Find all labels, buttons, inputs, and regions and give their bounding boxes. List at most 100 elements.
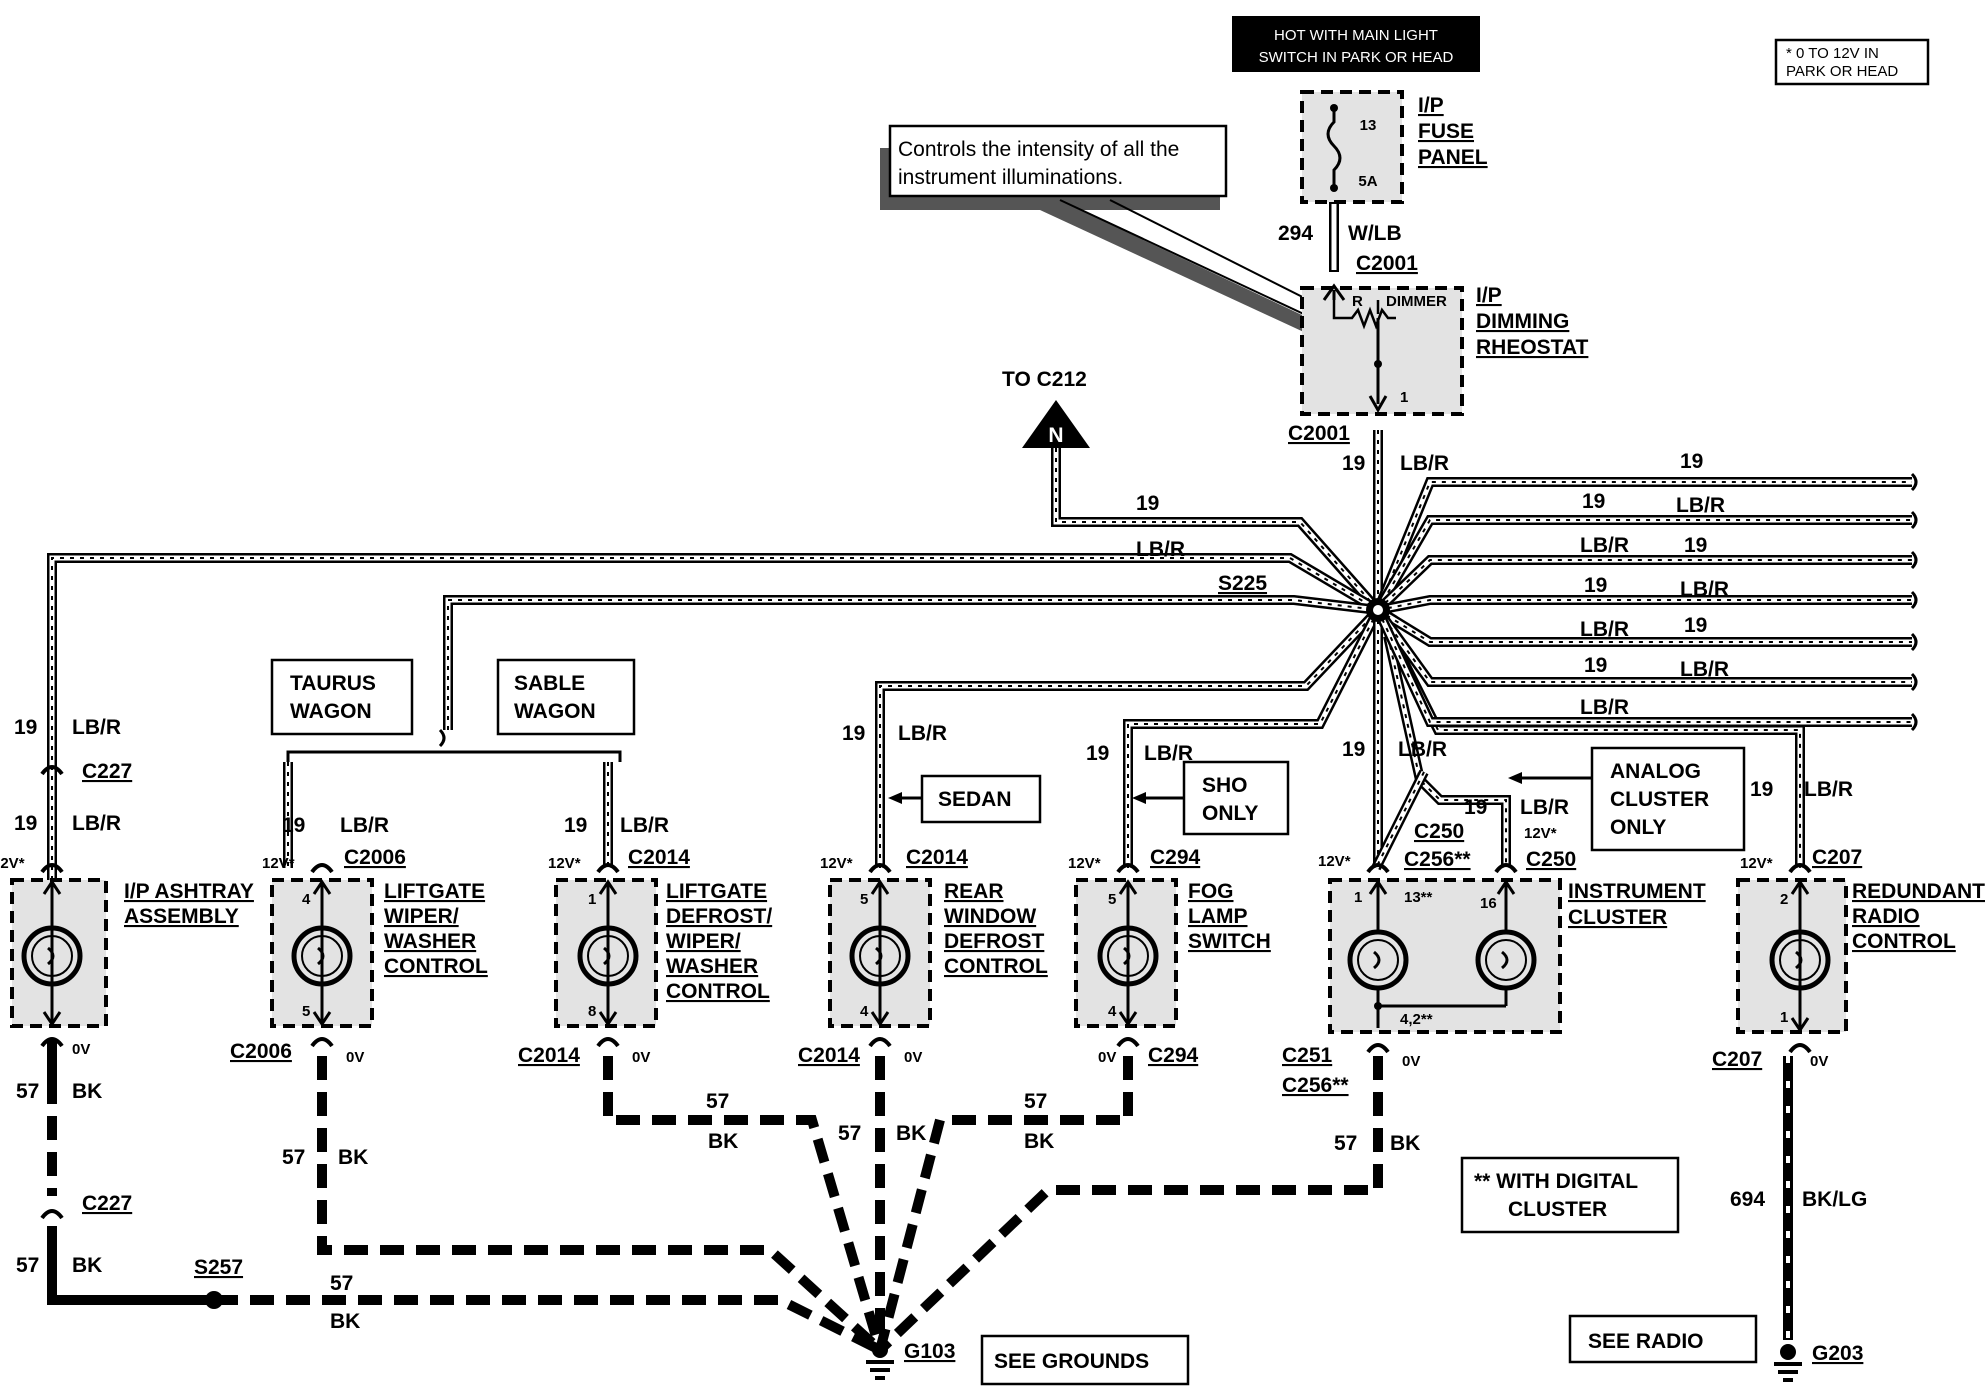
svg-text:57: 57	[16, 1254, 39, 1277]
svg-text:LB/R: LB/R	[1680, 578, 1729, 601]
svg-text:5A: 5A	[1358, 173, 1377, 190]
see-grounds-box: SEE GROUNDS	[980, 1334, 1190, 1386]
to-c212-wire	[1051, 448, 1382, 614]
svg-text:ONLY: ONLY	[1610, 816, 1666, 839]
liftgate-wiper-ground-wire	[317, 1056, 884, 1354]
svg-text:12V*: 12V*	[820, 855, 853, 872]
digital-cluster-note: ** WITH DIGITAL CLUSTER	[1460, 1156, 1680, 1234]
svg-text:RHEOSTAT: RHEOSTAT	[1476, 336, 1589, 359]
svg-text:** WITH DIGITAL: ** WITH DIGITAL	[1474, 1170, 1638, 1193]
wagon-labels: TAURUS WAGON SABLE WAGON	[270, 658, 636, 762]
cluster-ground-wire	[876, 1056, 1383, 1354]
svg-text:12V*: 12V*	[1524, 825, 1557, 842]
svg-text:19: 19	[1584, 574, 1607, 597]
lb-r-feed-wires	[47, 430, 1918, 880]
sho-only-note: SHO ONLY	[1132, 760, 1290, 836]
svg-text:5: 5	[860, 891, 868, 908]
svg-text:INSTRUMENT: INSTRUMENT	[1568, 880, 1706, 903]
svg-text:2: 2	[1780, 891, 1788, 908]
see-radio-box: SEE RADIO	[1568, 1314, 1758, 1364]
svg-text:SEE RADIO: SEE RADIO	[1588, 1330, 1704, 1353]
svg-text:0V: 0V	[72, 1041, 90, 1058]
svg-text:5: 5	[1108, 891, 1116, 908]
svg-text:BK/LG: BK/LG	[1802, 1188, 1867, 1211]
svg-text:19: 19	[1582, 490, 1605, 513]
svg-text:WIPER/: WIPER/	[384, 905, 459, 928]
svg-text:CONTROL: CONTROL	[666, 980, 770, 1003]
c2001-bottom-label: C2001	[1288, 422, 1350, 445]
svg-text:LB/R: LB/R	[1144, 742, 1193, 765]
right-feed-wire-6	[1373, 607, 1912, 727]
hot-with-main-light-banner: HOT WITH MAIN LIGHT SWITCH IN PARK OR HE…	[1232, 16, 1480, 72]
svg-text:12V*: 12V*	[548, 855, 581, 872]
to-c212-arrow: TO C212 N	[1002, 368, 1090, 448]
svg-text:WAGON: WAGON	[290, 700, 372, 723]
g203-ground-symbol: G203	[1774, 1342, 1863, 1382]
rear-defrost-feed-wire	[875, 606, 1382, 868]
svg-text:WAGON: WAGON	[514, 700, 596, 723]
svg-text:C251: C251	[1282, 1044, 1333, 1067]
svg-text:19: 19	[1684, 614, 1707, 637]
svg-text:1: 1	[588, 891, 596, 908]
cluster-c250-diag-wire	[1371, 769, 1429, 871]
right-feed-wire-1	[1373, 515, 1912, 613]
svg-text:BK: BK	[72, 1254, 102, 1277]
svg-text:ONLY: ONLY	[1202, 802, 1258, 825]
svg-text:instrument illuminations.: instrument illuminations.	[898, 166, 1123, 189]
svg-text:0V: 0V	[346, 1049, 364, 1066]
svg-text:12V*: 12V*	[1318, 853, 1351, 870]
ground-wires	[47, 1040, 1793, 1355]
right-feed-wire-0	[1373, 477, 1912, 612]
svg-text:I/P: I/P	[1476, 284, 1502, 307]
svg-text:57: 57	[706, 1090, 729, 1113]
svg-text:SEE GROUNDS: SEE GROUNDS	[994, 1350, 1149, 1373]
rheostat-out-color: LB/R	[1400, 452, 1449, 475]
liftgate-defrost-ground-wire	[603, 1056, 885, 1352]
svg-text:WIPER/: WIPER/	[666, 930, 741, 953]
svg-text:12V*: 12V*	[1740, 855, 1773, 872]
svg-text:19: 19	[1680, 450, 1703, 473]
svg-text:BK: BK	[1390, 1132, 1420, 1155]
svg-text:C2014: C2014	[518, 1044, 580, 1067]
s257-to-g103-wire	[214, 1295, 883, 1355]
svg-text:12V*: 12V*	[0, 855, 25, 872]
svg-text:4: 4	[860, 1003, 869, 1020]
svg-text:RADIO: RADIO	[1852, 905, 1920, 928]
svg-text:C227: C227	[82, 760, 132, 783]
svg-text:WASHER: WASHER	[384, 930, 476, 953]
svg-text:694: 694	[1730, 1188, 1765, 1211]
svg-text:LB/R: LB/R	[1676, 494, 1725, 517]
right-feed-labels: 19 19 LB/R LB/R 19 19 LB/R LB/R 19 19 LB…	[1580, 450, 1729, 719]
svg-text:LB/R: LB/R	[1580, 534, 1629, 557]
right-feed-wire-3	[1377, 595, 1912, 615]
svg-text:LB/R: LB/R	[72, 716, 121, 739]
ip-ashtray-assembly: I/P ASHTRAYASSEMBLY12V*	[0, 855, 254, 1048]
right-feed-wire-5	[1373, 607, 1912, 687]
svg-text:DIMMER: DIMMER	[1386, 293, 1447, 310]
svg-text:0V: 0V	[1098, 1049, 1116, 1066]
svg-text:SEDAN: SEDAN	[938, 788, 1012, 811]
svg-text:19: 19	[1750, 778, 1773, 801]
svg-text:CLUSTER: CLUSTER	[1568, 906, 1667, 929]
svg-text:I/P ASHTRAY: I/P ASHTRAY	[124, 880, 254, 903]
c2001-top-label: C2001	[1356, 252, 1418, 275]
callout-note: Controls the intensity of all the instru…	[880, 124, 1380, 358]
svg-text:LB/R: LB/R	[72, 812, 121, 835]
svg-text:4,2**: 4,2**	[1400, 1011, 1433, 1028]
ip-fuse-panel: 13 5A I/P FUSE PANEL	[1300, 90, 1488, 204]
svg-text:I/P: I/P	[1418, 94, 1444, 117]
ground-labels: 57 BK 57 BK 57 BK 57 BK 57 BK 57 BK 57 B…	[16, 1080, 1867, 1333]
s257-splice: S257	[194, 1256, 243, 1309]
svg-text:SHO: SHO	[1202, 774, 1248, 797]
svg-text:0V: 0V	[632, 1049, 650, 1066]
svg-text:LB/R: LB/R	[620, 814, 669, 837]
svg-text:LB/R: LB/R	[1804, 778, 1853, 801]
svg-text:57: 57	[16, 1080, 39, 1103]
svg-text:R: R	[1352, 293, 1363, 310]
svg-text:REDUNDANT: REDUNDANT	[1852, 880, 1985, 903]
liftgate-defrost-wiper-washer-control: 18LIFTGATEDEFROST/WIPER/WASHERCONTROL12V…	[548, 855, 772, 1048]
